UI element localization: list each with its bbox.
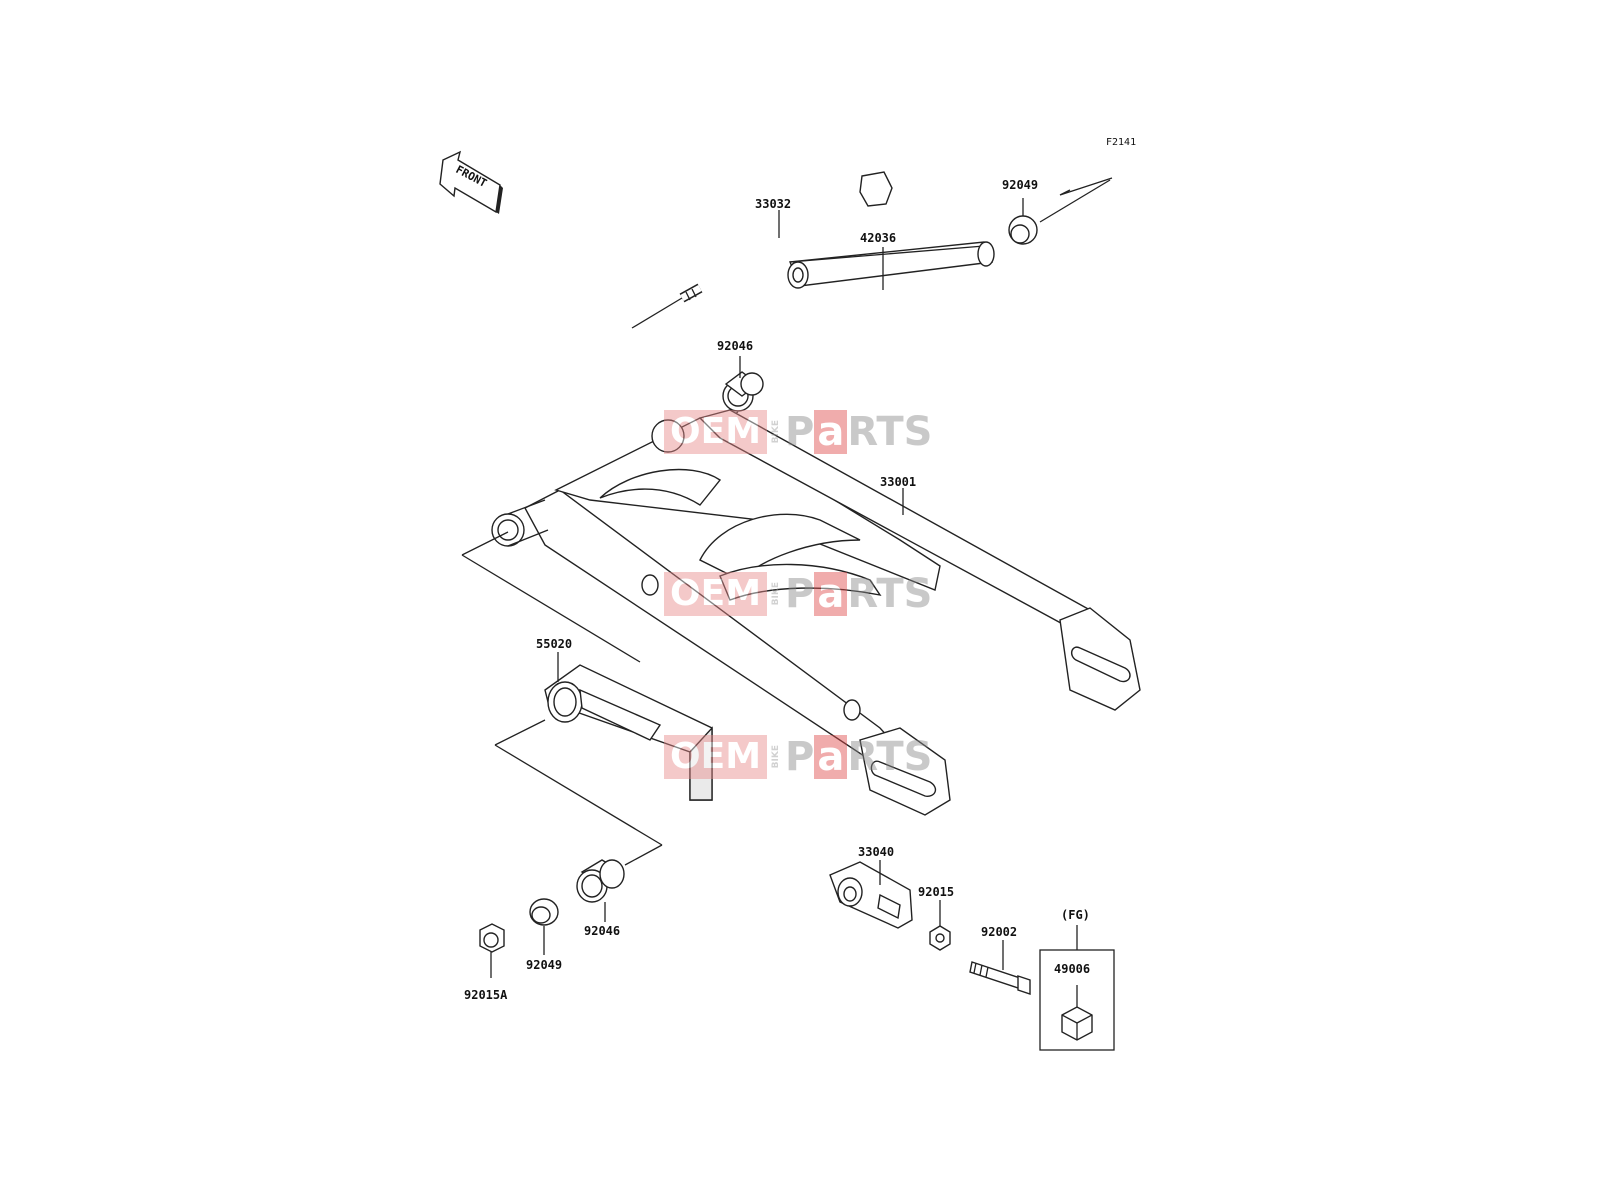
seal-92049-lower: [529, 898, 559, 955]
chain-adjuster-33040: [829, 860, 913, 929]
label-33032: 33032: [755, 197, 792, 211]
collar-42036: [787, 241, 995, 290]
diagram-code: F2141: [1106, 137, 1137, 148]
label-92046-lower: 92046: [584, 924, 621, 938]
fg-group-box: [1039, 925, 1115, 1051]
label-49006: 49006: [1054, 962, 1091, 976]
chain-guide-55020: [494, 652, 713, 866]
label-33001: 33001: [880, 475, 917, 489]
label-42036: 42036: [860, 231, 897, 245]
nut-92015: [929, 900, 951, 951]
front-arrow-icon: FRONT: [439, 150, 503, 214]
label-92015: 92015: [918, 885, 955, 899]
nut-92015a: [479, 923, 505, 978]
label-92049-lower: 92049: [526, 958, 563, 972]
leader-pivot-upper: [461, 531, 509, 556]
seal-92049-upper: [1008, 177, 1113, 245]
label-fg: (FG): [1061, 908, 1090, 922]
label-33040: 33040: [858, 845, 895, 859]
leader-pivot-lower: [461, 554, 641, 663]
bolt-92002: [969, 940, 1031, 995]
pivot-shaft-33032: [631, 171, 893, 329]
label-92046-upper: 92046: [717, 339, 754, 353]
label-55020: 55020: [536, 637, 573, 651]
label-92002: 92002: [981, 925, 1018, 939]
bearing-92046-lower: [576, 859, 625, 922]
label-92015a: 92015A: [464, 988, 508, 1002]
swingarm-33001: [491, 409, 1141, 816]
label-92049-upper: 92049: [1002, 178, 1039, 192]
